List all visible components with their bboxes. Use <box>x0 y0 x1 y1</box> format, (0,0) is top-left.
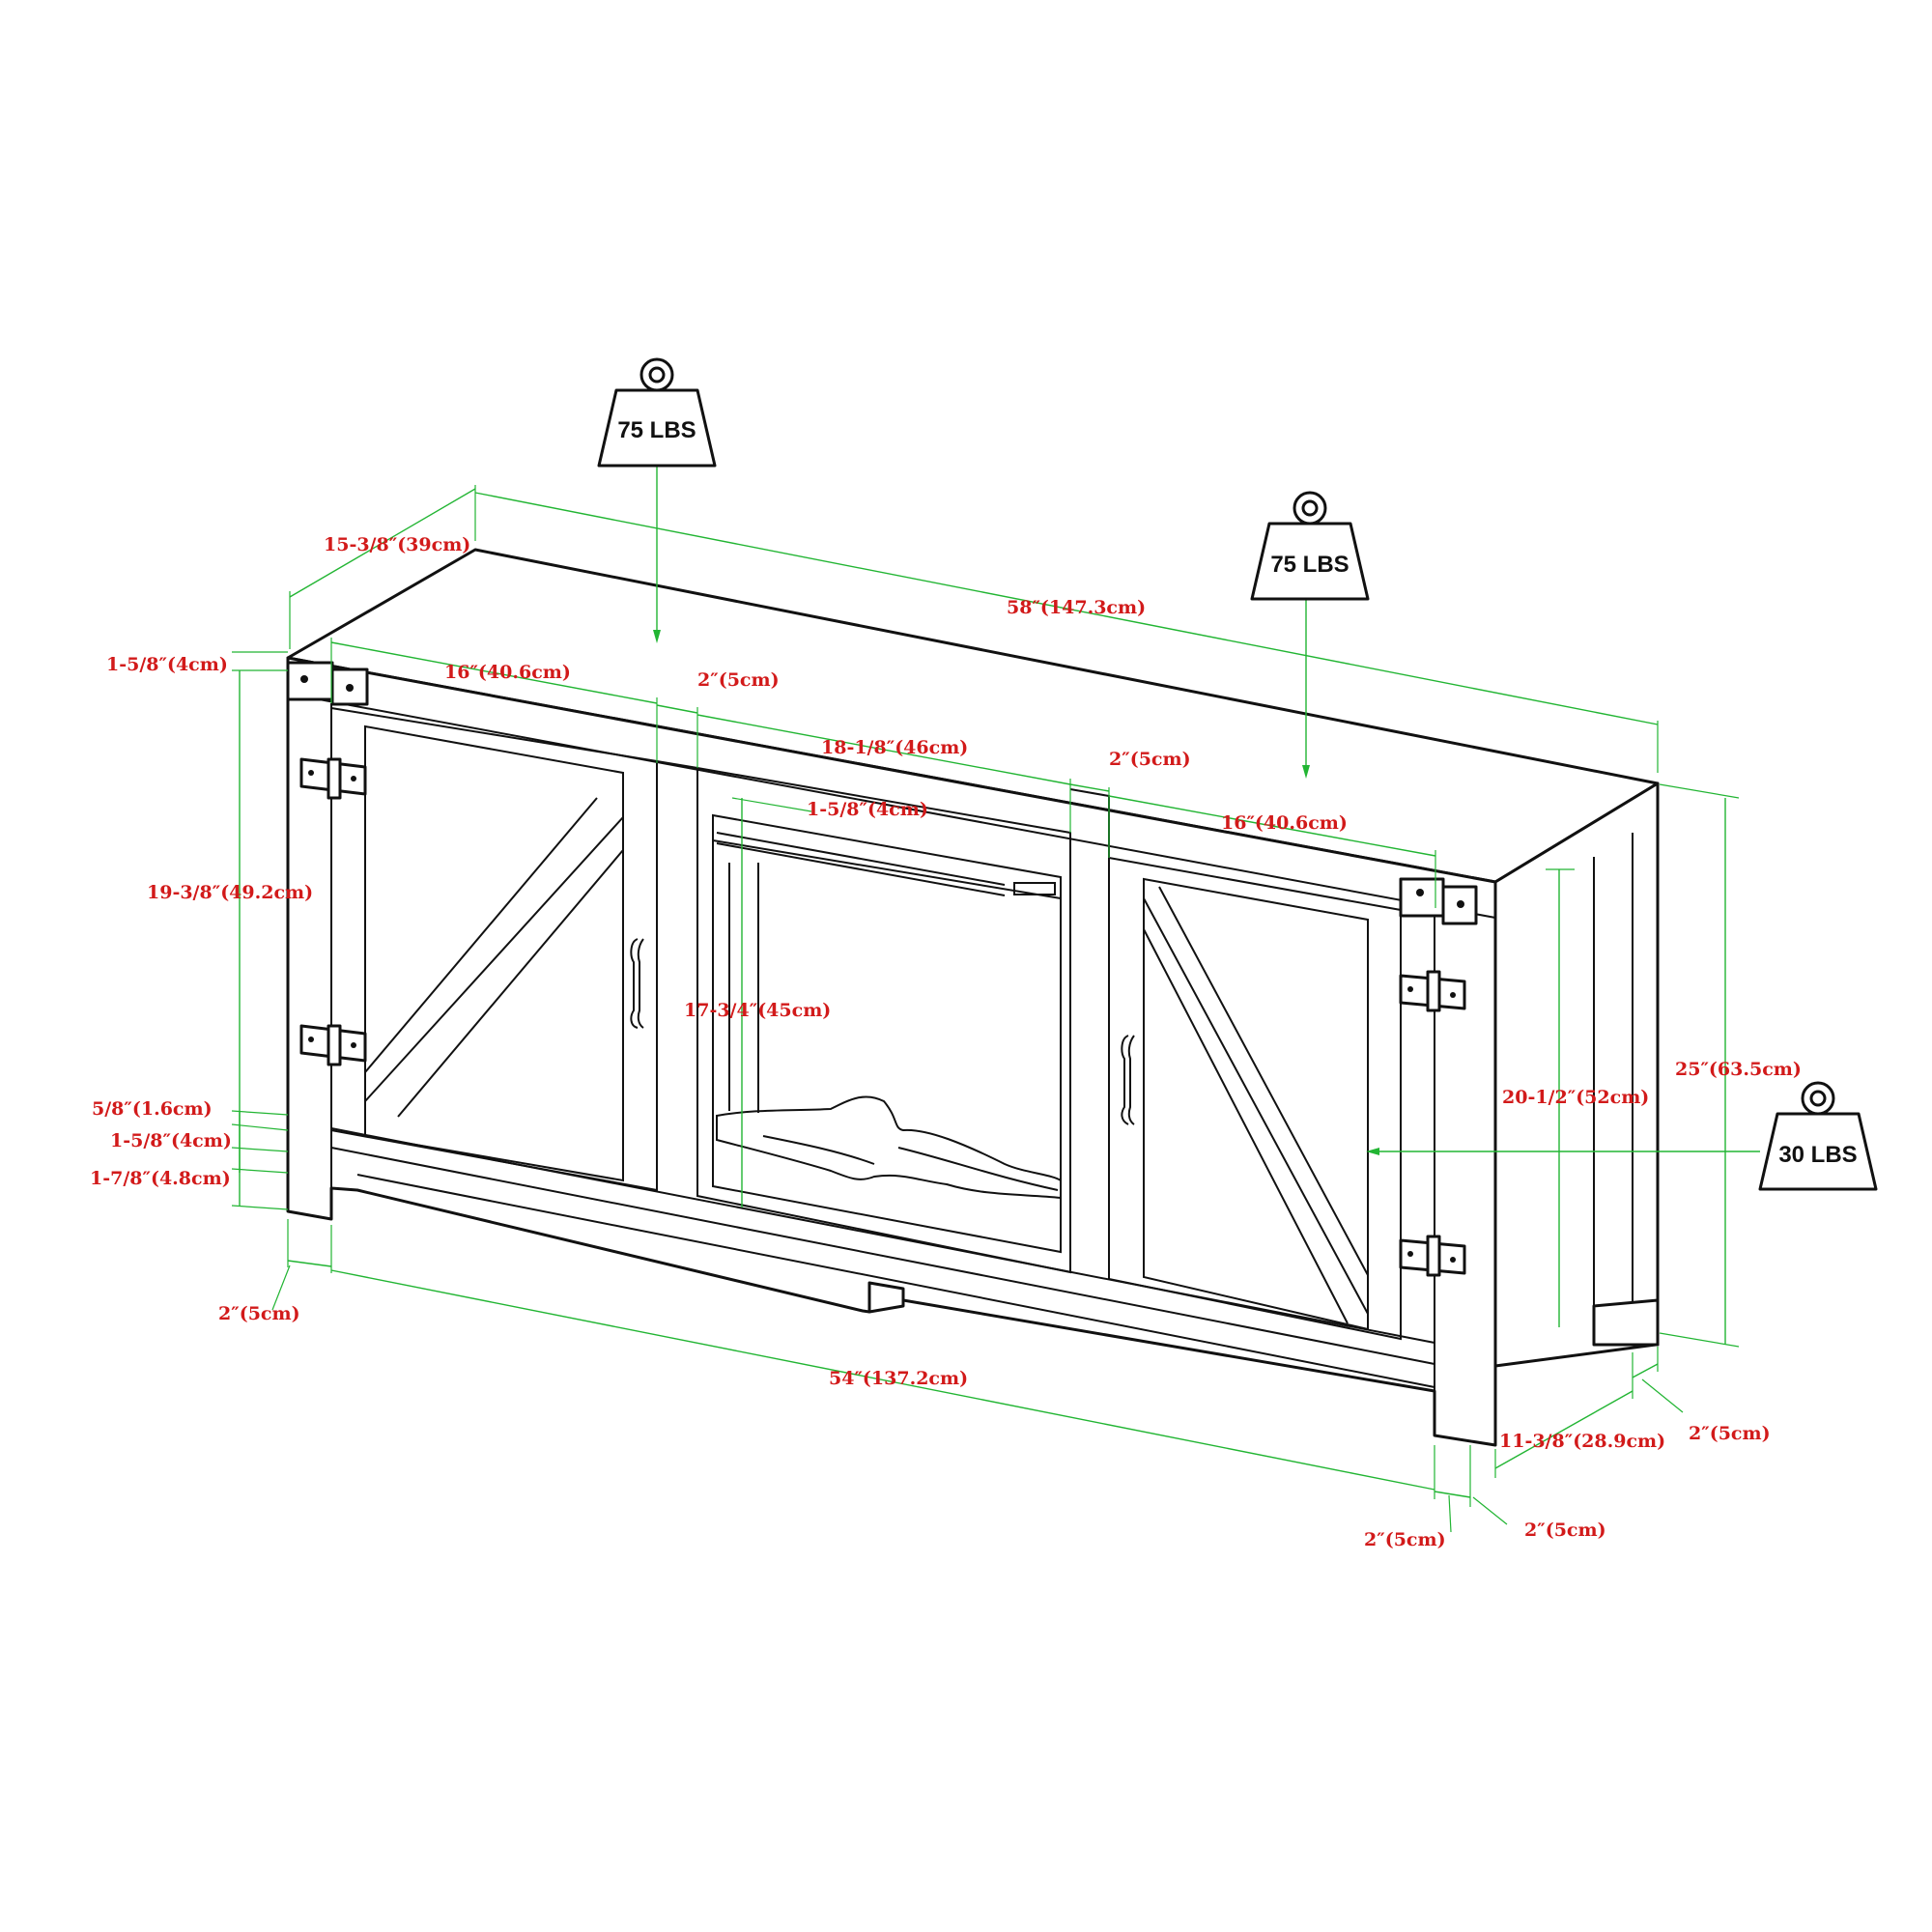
dim-back-leg: 2″(5cm) <box>1689 1423 1771 1444</box>
dim-rail-height: 1-5/8″(4cm) <box>110 1130 232 1151</box>
dim-inner-width: 54″(137.2cm) <box>829 1368 968 1389</box>
dim-overall-width: 58″(147.3cm) <box>1007 597 1146 618</box>
dim-inner-height: 20-1/2″(52cm) <box>1502 1087 1649 1108</box>
dim-left-leg: 2″(5cm) <box>218 1303 300 1324</box>
right-door-handle <box>1121 1035 1129 1125</box>
corner-plate-left <box>286 661 334 701</box>
dim-left-divider: 2″(5cm) <box>697 669 780 691</box>
dim-depth-top: 15-3/8″(39cm) <box>324 534 470 555</box>
dim-inner-depth: 11-3/8″(28.9cm) <box>1499 1431 1665 1452</box>
dim-fireplace-width: 18-1/8″(46cm) <box>821 737 968 758</box>
dim-leg-clearance: 1-7/8″(4.8cm) <box>90 1168 231 1189</box>
dim-overall-height: 25″(63.5cm) <box>1675 1059 1802 1080</box>
left-door-handle <box>630 938 639 1029</box>
fireplace-logs <box>716 1095 1062 1200</box>
dim-front-leg-right: 2″(5cm) <box>1524 1520 1606 1541</box>
weight-icon-left: 75 LBS <box>597 357 717 468</box>
hinge-right-upper <box>1399 970 1466 1012</box>
left-door <box>330 706 658 1192</box>
dim-left-door-width: 16″(40.6cm) <box>444 662 571 683</box>
hinge-right-lower <box>1399 1235 1466 1277</box>
dim-fireplace-height: 17-3/4″(45cm) <box>684 1000 831 1021</box>
dim-side-height: 19-3/8″(49.2cm) <box>147 882 313 903</box>
fireplace-frame <box>696 766 1071 1274</box>
dim-right-door-width: 16″(40.6cm) <box>1221 812 1348 834</box>
dim-shelf-thickness: 5/8″(1.6cm) <box>92 1098 213 1120</box>
hinge-left-upper <box>299 757 367 800</box>
weight-icon-side: 30 LBS <box>1758 1081 1878 1191</box>
weight-label-right: 75 LBS <box>1270 552 1349 578</box>
weight-label-left: 75 LBS <box>617 417 696 443</box>
corner-plate-right <box>1399 877 1445 918</box>
weight-icon-right: 75 LBS <box>1250 491 1370 601</box>
hinge-left-lower <box>299 1024 367 1066</box>
weight-label-side: 30 LBS <box>1778 1142 1857 1168</box>
dim-fireplace-top: 1-5/8″(4cm) <box>807 799 928 820</box>
dim-front-leg-left: 2″(5cm) <box>1364 1529 1446 1550</box>
tv-stand-drawing <box>286 548 1660 1447</box>
right-door <box>1108 856 1402 1341</box>
dim-right-divider: 2″(5cm) <box>1109 749 1191 770</box>
right-back-leg <box>1592 1298 1660 1347</box>
dim-top-thickness: 1-5/8″(4cm) <box>106 654 228 675</box>
dimension-labels: 15-3/8″(39cm) 58″(147.3cm) 1-5/8″(4cm) 1… <box>90 534 1802 1550</box>
dimension-lines <box>231 464 1760 1533</box>
